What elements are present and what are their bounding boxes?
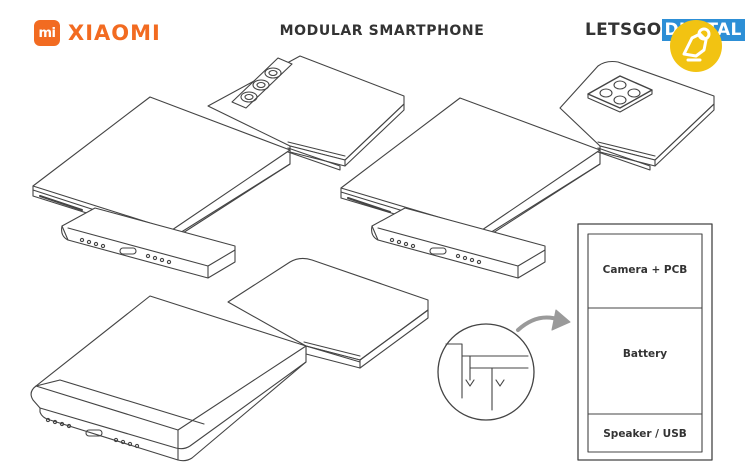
phone-figure-3 <box>30 257 429 462</box>
module-label-speaker: Speaker / USB <box>603 428 687 440</box>
module-label-camera: Camera + PCB <box>602 264 688 276</box>
brand-name: XIAOMI <box>68 21 161 45</box>
phone-figure-2 <box>340 60 715 279</box>
arrow-head-icon <box>551 309 571 331</box>
header: mi XIAOMI MODULAR SMARTPHONE LETSGODIGIT… <box>0 0 750 72</box>
module-stack-diagram <box>577 223 713 461</box>
xiaomi-logo-icon: mi <box>34 20 60 46</box>
xiaomi-brand: mi XIAOMI <box>34 20 161 46</box>
camera-strip-1 <box>231 57 293 109</box>
source-logo-part1: LETSGO <box>585 20 662 40</box>
page-title: MODULAR SMARTPHONE <box>279 23 485 39</box>
camera-bump-2 <box>587 75 653 113</box>
hinge-detail-zoom <box>437 323 535 421</box>
module-label-battery: Battery <box>622 348 668 360</box>
source-badge-icon <box>670 20 722 72</box>
phone-figure-1 <box>32 55 405 279</box>
